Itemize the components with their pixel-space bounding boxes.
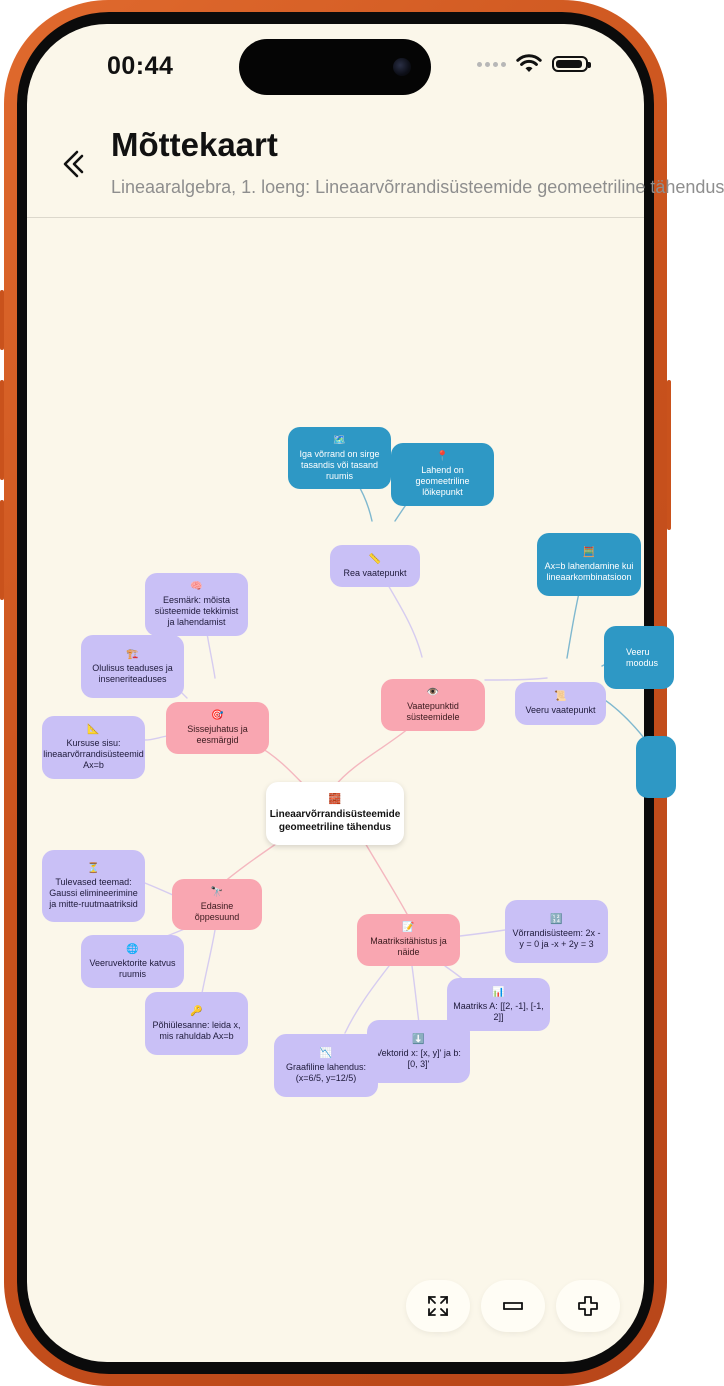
mindmap-node-viewpoints[interactable]: 👁️ Vaatepunktid süsteemidele <box>381 679 485 731</box>
edge-matrix-a <box>459 929 506 937</box>
mindmap-node-row-intersection[interactable]: 📍 Lahend on geomeetriline lõikepunkt <box>391 443 494 506</box>
telescope-icon: 🔭 <box>210 886 224 898</box>
camera <box>393 58 411 76</box>
mindmap-node-next[interactable]: 🔭 Edasine õppesuund <box>172 879 262 930</box>
down-arrow-icon: ⬇️ <box>412 1033 425 1045</box>
node-label: Põhiülesanne: leida x, mis rahuldab Ax=b <box>152 1019 241 1041</box>
node-label: Veeruvektorite katvus ruumis <box>89 957 176 979</box>
node-label: Olulisus teaduses ja inseneriteaduses <box>92 662 173 684</box>
zoom-in-button[interactable] <box>556 1280 620 1332</box>
chevron-left-icon <box>63 150 84 178</box>
node-label: Sissejuhatus ja eesmärgid <box>187 724 248 745</box>
node-label: Vaatepunktid süsteemidele <box>406 701 460 722</box>
brain-icon: 🧠 <box>190 581 203 592</box>
plus-icon <box>578 1296 598 1316</box>
node-label: Graafiline lahendus: (x=6/5, y=12/5) <box>285 1061 367 1083</box>
status-time: 00:44 <box>107 52 174 80</box>
key-icon: 🔑 <box>190 1005 203 1017</box>
wall-icon: 🧱 <box>328 793 342 805</box>
wifi-icon <box>516 54 542 72</box>
status-icons <box>477 54 591 74</box>
memo-icon: 📝 <box>402 922 415 933</box>
construction-icon: 🏗️ <box>126 648 139 660</box>
globe-icon: 🌐 <box>126 943 139 955</box>
mindmap-node-matrix-system[interactable]: 🔢 Võrrandisüsteem: 2x - y = 0 ja -x + 2y… <box>505 900 608 963</box>
triangle-ruler-icon: 📐 <box>87 724 100 735</box>
fit-view-button[interactable] <box>406 1280 470 1332</box>
node-label: Veeru vaatepunkt <box>525 705 596 715</box>
volume-down-button <box>0 500 4 600</box>
mindmap-node-row-view[interactable]: 📏 Rea vaatepunkt <box>330 545 420 587</box>
node-label: Iga võrrand on sirge tasandis või tasand… <box>299 448 380 481</box>
mindmap-node-intro[interactable]: 🎯 Sissejuhatus ja eesmärgid <box>166 702 269 754</box>
node-label: Maatriksitähistus ja näide <box>370 936 447 957</box>
pin-icon: 📍 <box>436 451 449 462</box>
map-icon: 🗺️ <box>333 434 346 446</box>
mindmap-node-intro-goal[interactable]: 🧠 Eesmärk: mõista süsteemide tekkimist j… <box>145 573 248 636</box>
mindmap-node-row-equation-line[interactable]: 🗺️ Iga võrrand on sirge tasandis või tas… <box>288 427 391 489</box>
mindmap-node-matrix-vectors[interactable]: ⬇️ Vektorid x: [x, y]' ja b: [0, 3]' <box>367 1020 470 1083</box>
zoom-out-button[interactable] <box>481 1280 545 1332</box>
node-label: Lahend on geomeetriline lõikepunkt <box>415 465 470 497</box>
edge-next-a <box>144 882 176 897</box>
edge-col-colc <box>601 697 645 739</box>
silent-switch <box>0 290 4 350</box>
mindmap-node-column-mode[interactable]: Veeru moodus <box>604 626 674 689</box>
mindmap-node-column-combination[interactable]: 🧮 Ax=b lahendamine kui lineaarkombinatsi… <box>537 533 641 596</box>
page-subtitle: Lineaaralgebra, 1. loeng: Lineaarvõrrand… <box>111 177 724 197</box>
node-label: Veeru moodus <box>626 646 659 668</box>
scroll-icon: 📜 <box>554 691 567 702</box>
mindmap-node-matrix[interactable]: 📝 Maatriksitähistus ja näide <box>357 914 460 966</box>
numbers-icon: 🔢 <box>550 913 563 925</box>
mindmap-node-next-span[interactable]: 🌐 Veeruvektorite katvus ruumis <box>81 935 184 988</box>
edge-matrix-d <box>344 965 390 1034</box>
mindmap-node-matrix-graphic[interactable]: 📉 Graafiline lahendus: (x=6/5, y=12/5) <box>274 1034 378 1097</box>
eye-icon: 👁️ <box>426 687 440 698</box>
minus-icon <box>503 1302 523 1310</box>
chart-down-icon: 📉 <box>319 1047 333 1059</box>
node-label: Maatriks A: [[2, -1], [-1, 2]] <box>453 1000 544 1022</box>
mindmap-node-center[interactable]: 🧱 Lineaarvõrrandisüsteemide geomeetrilin… <box>266 782 404 845</box>
node-label: Eesmärk: mõista süsteemide tekkimist ja … <box>154 595 239 627</box>
edge-matrix-c <box>411 965 420 1024</box>
header-divider <box>27 217 644 218</box>
mindmap-node-next-task[interactable]: 🔑 Põhiülesanne: leida x, mis rahuldab Ax… <box>145 992 248 1055</box>
mindmap-canvas[interactable]: 🧱 Lineaarvõrrandisüsteemide geomeetrilin… <box>27 218 676 1362</box>
node-label: Ax=b lahendamine kui lineaarkombinatsioo… <box>544 560 634 582</box>
hourglass-icon: ⏳ <box>87 862 100 874</box>
back-button[interactable] <box>57 146 89 182</box>
node-label: Tulevased teemad: Gaussi elimineerimine … <box>49 876 138 909</box>
power-button <box>667 380 671 530</box>
expand-arrows-icon <box>428 1296 448 1316</box>
target-icon: 🎯 <box>211 710 224 721</box>
mindmap-node-next-topics[interactable]: ⏳ Tulevased teemad: Gaussi elimineerimin… <box>42 850 145 922</box>
node-label: Lineaarvõrrandisüsteemide geomeetriline … <box>269 808 401 833</box>
node-label: Võrrandisüsteem: 2x - y = 0 ja -x + 2y =… <box>512 927 601 949</box>
node-label: Edasine õppesuund <box>194 900 240 922</box>
signal-icon <box>477 61 506 67</box>
edge-view-col <box>484 677 548 681</box>
mindmap-node-intro-importance[interactable]: 🏗️ Olulisus teaduses ja inseneriteaduses <box>81 635 184 698</box>
edge-next-c <box>201 929 216 994</box>
node-label: Vektorid x: [x, y]' ja b: [0, 3]' <box>376 1047 461 1069</box>
volume-up-button <box>0 380 4 480</box>
abacus-icon: 🧮 <box>582 546 596 558</box>
node-label: Rea vaatepunkt <box>343 567 407 578</box>
node-label: Kursuse sisu: lineaarvõrrandisüsteemid A… <box>43 738 144 770</box>
bar-chart-icon: 📊 <box>492 986 505 998</box>
battery-icon <box>552 56 591 72</box>
mindmap-node-column-partial[interactable] <box>636 736 676 798</box>
ruler-icon: 📏 <box>368 553 382 565</box>
mindmap-node-intro-content[interactable]: 📐 Kursuse sisu: lineaarvõrrandisüsteemid… <box>42 716 145 779</box>
mindmap-node-column-view[interactable]: 📜 Veeru vaatepunkt <box>515 682 606 725</box>
page-title: Mõttekaart <box>111 126 278 163</box>
screen: 00:44 Mõttekaart Lineaaralgebra, 1. loen… <box>27 24 724 1362</box>
edge-intro-c <box>144 735 168 741</box>
